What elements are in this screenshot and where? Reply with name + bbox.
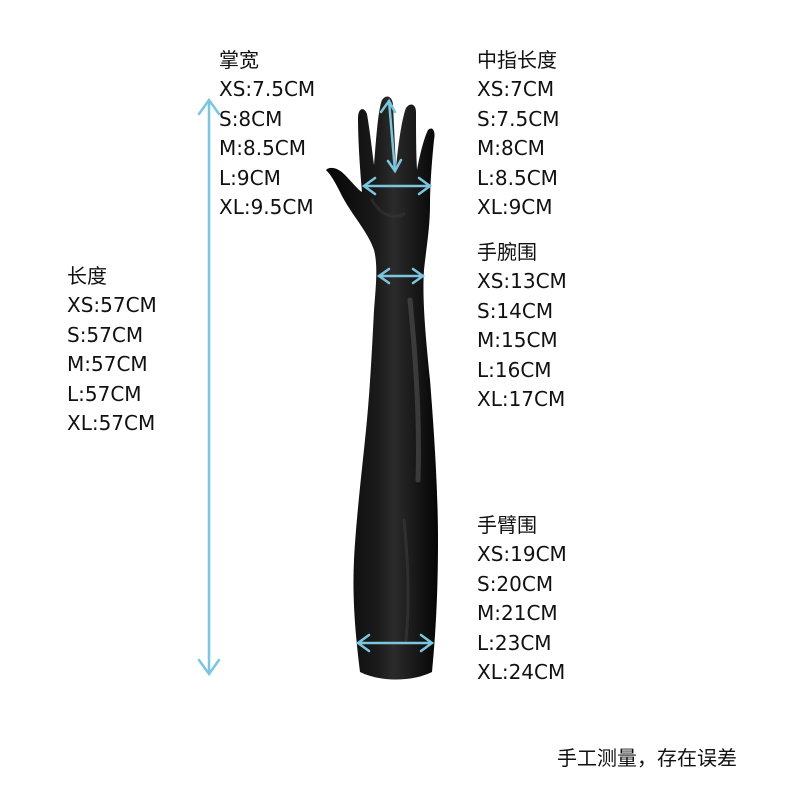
wrist-circumference-block: 手腕围 XS:13CM S:14CM M:15CM L:16CM XL:17CM xyxy=(477,238,567,414)
finger-double-arrow-icon xyxy=(379,98,403,174)
arm-circumference-block: 手臂围 XS:19CM S:20CM M:21CM L:23CM XL:24CM xyxy=(477,511,567,687)
arm-circumference-l: L:23CM xyxy=(477,630,552,655)
arm-circumference-xl: XL:24CM xyxy=(477,660,566,685)
arm-circumference-m: M:21CM xyxy=(477,601,558,626)
palm-width-l: L:9CM xyxy=(219,165,281,190)
arm-double-arrow-icon xyxy=(355,633,435,653)
palm-width-block: 掌宽 XS:7.5CM S:8CM M:8.5CM L:9CM XL:9.5CM xyxy=(219,46,315,222)
length-double-arrow-icon xyxy=(197,97,221,677)
middle-finger-length-m: M:8CM xyxy=(477,136,545,161)
wrist-double-arrow-icon xyxy=(376,267,426,285)
middle-finger-length-heading: 中指长度 xyxy=(477,48,557,72)
arm-circumference-heading: 手臂围 xyxy=(477,513,537,537)
long-glove-icon xyxy=(326,96,438,680)
wrist-circumference-s: S:14CM xyxy=(477,298,554,323)
length-block: 长度 XS:57CM S:57CM M:57CM L:57CM XL:57CM xyxy=(67,262,157,438)
wrist-circumference-xl: XL:17CM xyxy=(477,387,566,412)
length-m: M:57CM xyxy=(67,352,148,377)
measure-lines xyxy=(197,97,435,677)
palm-width-m: M:8.5CM xyxy=(219,136,307,161)
wrist-circumference-xs: XS:13CM xyxy=(477,269,567,294)
length-heading: 长度 xyxy=(67,264,107,288)
wrist-circumference-m: M:15CM xyxy=(477,328,558,353)
middle-finger-length-block: 中指长度 XS:7CM S:7.5CM M:8CM L:8.5CM XL:9CM xyxy=(477,46,559,222)
middle-finger-length-xs: XS:7CM xyxy=(477,77,555,102)
length-s: S:57CM xyxy=(67,322,144,347)
length-xl: XL:57CM xyxy=(67,411,156,436)
middle-finger-length-l: L:8.5CM xyxy=(477,165,558,190)
palm-double-arrow-icon xyxy=(361,176,433,196)
palm-width-s: S:8CM xyxy=(219,106,283,131)
arm-circumference-xs: XS:19CM xyxy=(477,542,567,567)
wrist-circumference-l: L:16CM xyxy=(477,357,552,382)
palm-width-heading: 掌宽 xyxy=(219,48,259,72)
wrist-circumference-heading: 手腕围 xyxy=(477,240,537,264)
palm-width-xl: XL:9.5CM xyxy=(219,195,314,220)
measurement-disclaimer: 手工测量，存在误差 xyxy=(557,746,737,770)
middle-finger-length-xl: XL:9CM xyxy=(477,195,553,220)
middle-finger-length-s: S:7.5CM xyxy=(477,106,560,131)
length-xs: XS:57CM xyxy=(67,293,157,318)
palm-width-xs: XS:7.5CM xyxy=(219,77,316,102)
arm-circumference-s: S:20CM xyxy=(477,571,554,596)
length-l: L:57CM xyxy=(67,381,142,406)
